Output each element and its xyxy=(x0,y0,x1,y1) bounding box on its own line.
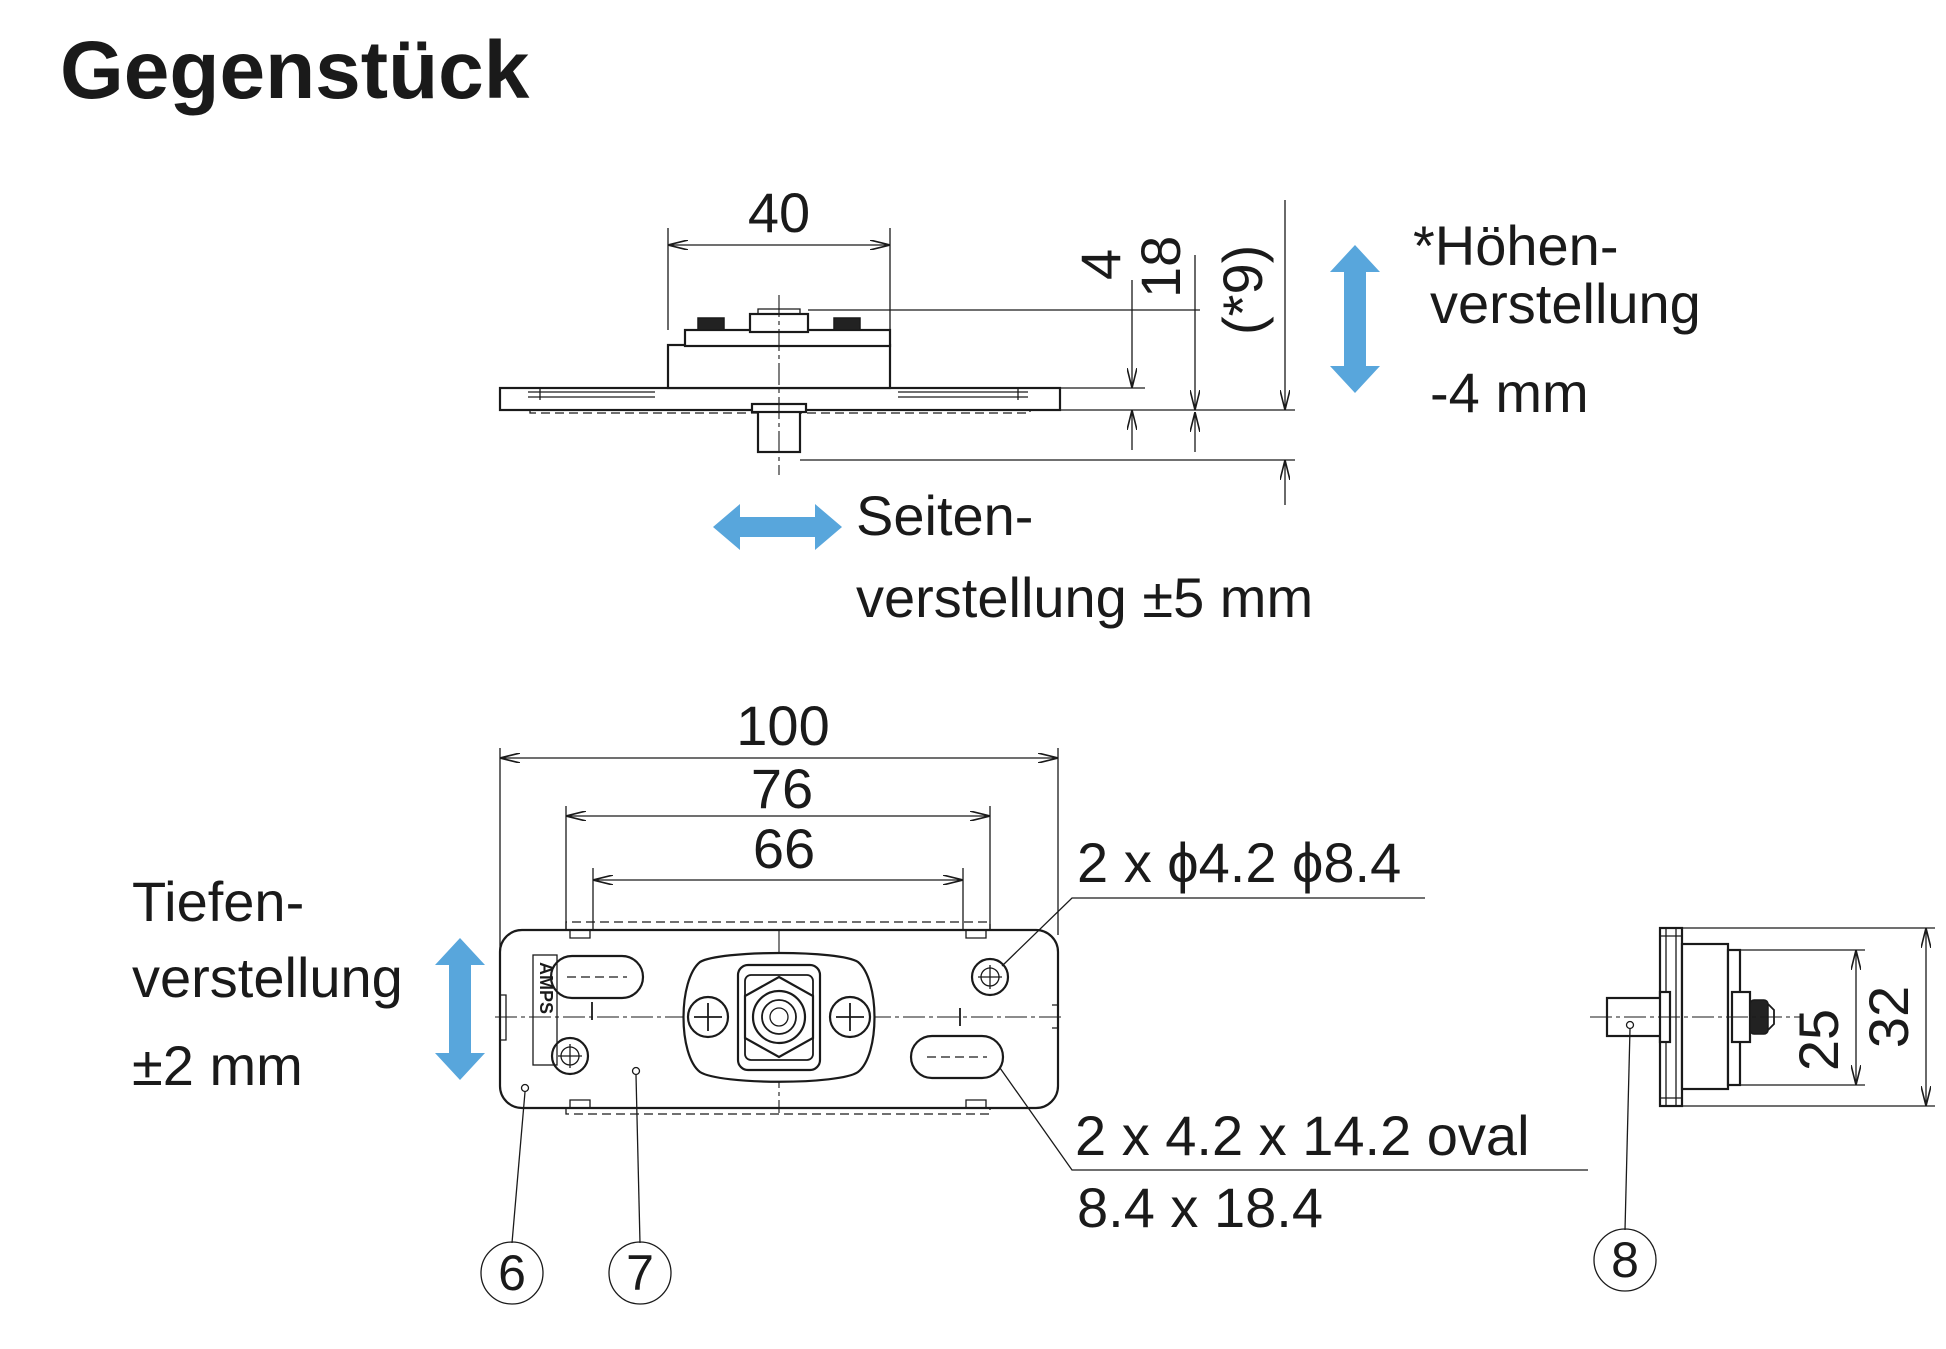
top-left-stamp-area xyxy=(532,954,558,1066)
balloon-6 xyxy=(480,1241,544,1305)
dim-25-text: 25 xyxy=(1787,1009,1850,1071)
dim-40-text: 40 xyxy=(748,181,810,244)
balloon-8 xyxy=(1593,1228,1657,1292)
stamp-text: AMPS xyxy=(536,962,556,1014)
hole-note-leader xyxy=(1001,897,1425,967)
fitting-bolt-outer xyxy=(751,989,807,1045)
dim-18-text: 18 xyxy=(1129,236,1192,298)
depth-adjust-label-1: Tiefen- xyxy=(132,870,304,933)
side-adjust-arrow-icon xyxy=(713,504,842,550)
height-adjust-label-3: -4 mm xyxy=(1430,361,1589,424)
hole-note-text: 2 x ϕ4.2 ϕ8.4 xyxy=(1077,831,1401,894)
top-view: 100 76 66 AMPS xyxy=(132,694,1588,1305)
dim-76-text: 76 xyxy=(751,757,813,820)
marker-dot-6 xyxy=(520,1083,530,1093)
side-screw-right xyxy=(833,317,861,331)
side-screw-left xyxy=(697,317,725,331)
dim-100-text: 100 xyxy=(736,694,829,757)
end-view: 25 32 8 xyxy=(1590,926,1935,1292)
top-plate-dashed xyxy=(565,921,991,1115)
balloon-7 xyxy=(608,1241,672,1305)
height-adjust-label-2: verstellung xyxy=(1430,272,1701,335)
balloon-7-text: 7 xyxy=(626,1245,654,1301)
side-view: 40 4 18 (*9) *Höhen- verstellung -4 mm S xyxy=(498,181,1701,629)
depth-adjust-label-3: ±2 mm xyxy=(132,1034,303,1097)
side-adjust-label-2: verstellung ±5 mm xyxy=(856,566,1313,629)
height-adjust-label-1: *Höhen- xyxy=(1413,214,1618,277)
side-plate-rails xyxy=(528,388,1028,400)
depth-adjust-label-2: verstellung xyxy=(132,946,403,1009)
depth-adjust-arrow-icon xyxy=(435,938,485,1080)
balloon-8-text: 8 xyxy=(1611,1232,1639,1288)
dim-4-text: 4 xyxy=(1069,249,1132,280)
balloon-6-text: 6 xyxy=(498,1245,526,1301)
oval-note-leader xyxy=(999,1067,1588,1171)
marker-dot-7 xyxy=(631,1066,641,1076)
height-adjust-arrow-icon xyxy=(1330,245,1380,393)
page-title: Gegenstück xyxy=(60,25,530,116)
side-adjust-label-1: Seiten- xyxy=(856,484,1033,547)
side-boss-top xyxy=(757,308,801,315)
dim-32-text: 32 xyxy=(1857,986,1920,1048)
oval-note-text-1: 2 x 4.2 x 14.2 oval xyxy=(1075,1104,1530,1167)
dim-9-text: (*9) xyxy=(1211,245,1274,335)
marker-dot-8 xyxy=(1625,1020,1635,1030)
dim-66-text: 66 xyxy=(753,817,815,880)
oval-note-text-2: 8.4 x 18.4 xyxy=(1077,1176,1323,1239)
